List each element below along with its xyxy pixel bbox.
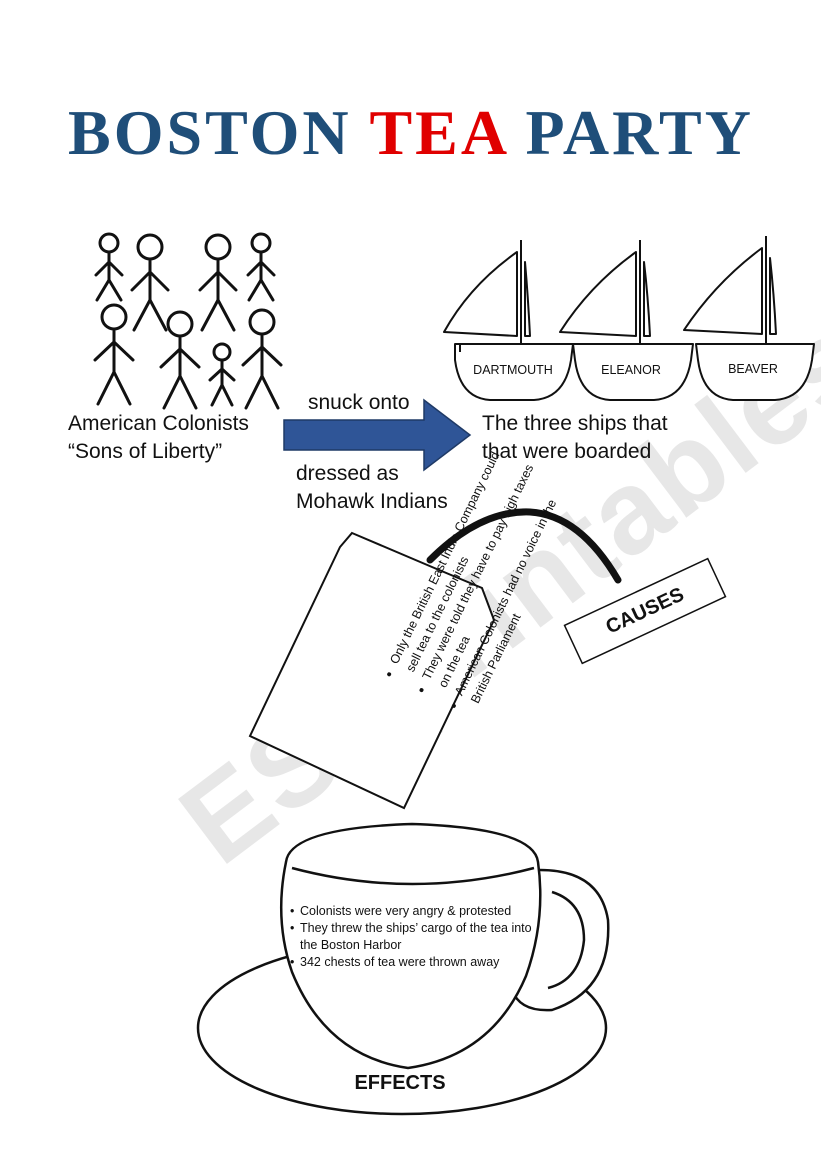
effects-list: Colonists were very angry & protested Th…: [282, 903, 544, 971]
ship-beaver: [683, 236, 815, 401]
arrow-bottom-label: dressed as Mohawk Indians: [296, 460, 448, 516]
arrow-bottom-line1: dressed as: [296, 462, 399, 485]
title-word-boston: BOSTON: [68, 97, 352, 168]
stick-figures: [93, 232, 283, 410]
colonists-label: American Colonists “Sons of Liberty”: [68, 410, 249, 466]
stick-figure: [246, 232, 276, 302]
ships-caption: The three ships that that were boarded: [482, 410, 668, 466]
arrow-right: [283, 398, 472, 472]
ships-caption-line1: The three ships that: [482, 412, 668, 435]
title-word-tea: TEA: [369, 97, 507, 168]
ships-caption-line2: that were boarded: [482, 440, 652, 463]
stick-figure: [94, 232, 124, 302]
effect-item: They threw the ships’ cargo of the tea i…: [290, 920, 544, 954]
ships: [443, 236, 815, 401]
page-title: BOSTON TEA PARTY: [68, 98, 768, 168]
arrow-bottom-line2: Mohawk Indians: [296, 490, 448, 513]
stick-figure: [198, 233, 238, 332]
colonists-line1: American Colonists: [68, 412, 249, 435]
effect-item: Colonists were very angry & protested: [290, 903, 544, 920]
ship-eleanor: [559, 240, 694, 401]
ship-name-eleanor: ELEANOR: [601, 363, 661, 377]
effects-label: EFFECTS: [354, 1072, 446, 1094]
stick-figure: [159, 310, 201, 410]
causes-label-box: [563, 557, 727, 665]
arrow-top-label: snuck onto: [308, 391, 410, 414]
stick-figure: [241, 308, 283, 410]
ship-dartmouth: [443, 240, 574, 401]
stick-figure: [208, 342, 236, 407]
stick-figure: [130, 233, 170, 332]
tea-bag-outline: [248, 531, 496, 810]
title-word-party: PARTY: [525, 97, 754, 168]
effect-item: 342 chests of tea were thrown away: [290, 954, 544, 971]
ship-name-beaver: BEAVER: [728, 362, 778, 376]
ship-name-dartmouth: DARTMOUTH: [473, 363, 553, 377]
tea-bag-string: [426, 508, 622, 584]
colonists-line2: “Sons of Liberty”: [68, 440, 223, 463]
stick-figure: [93, 303, 135, 406]
